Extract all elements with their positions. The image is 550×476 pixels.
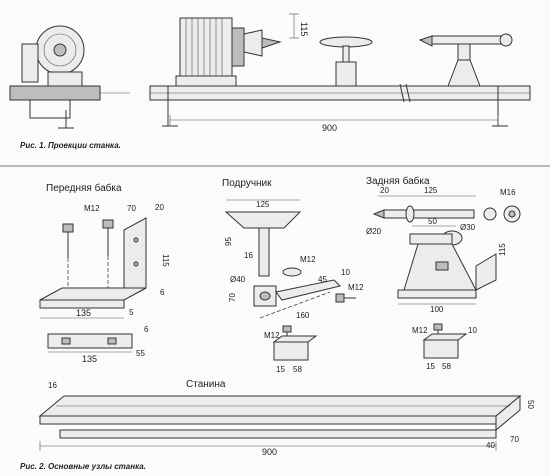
bed-dim-t16: 16 xyxy=(48,381,57,390)
toolrest-dim-m12c: M12 xyxy=(264,331,280,340)
fig1-dim-length: 900 xyxy=(322,123,337,133)
headstock-dim-bolt: M12 xyxy=(84,204,100,213)
fig1-front-view: 115 900 xyxy=(149,13,531,133)
tailstock-dim-w100: 100 xyxy=(430,305,444,314)
bed-group: Станина 16 50 900 40 70 xyxy=(38,379,535,457)
tailstock-dim-d20: Ø20 xyxy=(366,227,382,236)
toolrest-dim-w58: 58 xyxy=(293,365,302,374)
tailstock-dim-m16: M16 xyxy=(500,188,516,197)
toolrest-dim-t10: 10 xyxy=(341,268,350,277)
bed-dim-len900: 900 xyxy=(262,447,277,457)
bed-title: Станина xyxy=(186,379,226,390)
tailstock-dim-w20: 20 xyxy=(380,186,389,195)
toolrest-dim-w125: 125 xyxy=(256,200,270,209)
tailstock-dim-w58: 58 xyxy=(442,362,451,371)
tailstock-dim-h115: 115 xyxy=(498,243,507,256)
fig1-caption: Рис. 1. Проекции станка. xyxy=(20,141,121,150)
toolrest-dim-d40: Ø40 xyxy=(230,275,246,284)
headstock-dim-w20: 20 xyxy=(155,203,164,212)
bed-dim-w70: 70 xyxy=(510,435,519,444)
tailstock-dim-m12: M12 xyxy=(412,326,428,335)
headstock-group: Передняя бабка M12 70 20 115 6 5 135 6 1… xyxy=(39,182,170,364)
toolrest-title: Подручник xyxy=(222,178,272,189)
bed-dim-w40: 40 xyxy=(486,441,495,450)
toolrest-dim-len160: 160 xyxy=(296,311,310,320)
tailstock-dim-w15: 15 xyxy=(426,362,435,371)
toolrest-dim-w45: 45 xyxy=(318,275,327,284)
fig1-side-view xyxy=(9,25,130,129)
headstock-title: Передняя бабка xyxy=(46,182,122,194)
tailstock-title: Задняя бабка xyxy=(366,175,430,187)
tailstock-group: Задняя бабка 20 125 M16 Ø20 50 Ø30 115 1… xyxy=(366,175,521,371)
toolrest-dim-h70: 70 xyxy=(228,293,237,302)
headstock-dim-len135: 135 xyxy=(76,308,91,318)
fig1-dim-height: 115 xyxy=(299,22,309,36)
fig2-caption: Рис. 2. Основные узлы станка. xyxy=(20,462,146,471)
headstock-dim-t6a: 6 xyxy=(160,288,165,297)
headstock-dim-t6b: 6 xyxy=(144,325,149,334)
toolrest-dim-w15: 15 xyxy=(276,365,285,374)
tailstock-dim-w50: 50 xyxy=(428,217,437,226)
headstock-dim-w70: 70 xyxy=(127,204,136,213)
headstock-dim-h55: 55 xyxy=(136,349,145,358)
headstock-dim-len135b: 135 xyxy=(82,354,97,364)
toolrest-dim-d16: 16 xyxy=(244,251,253,260)
toolrest-dim-m12b: M12 xyxy=(348,283,364,292)
toolrest-group: Подручник 125 95 16 M12 Ø40 45 10 70 160… xyxy=(222,178,364,374)
headstock-dim-h115: 115 xyxy=(161,254,170,267)
tailstock-dim-t10: 10 xyxy=(468,326,477,335)
headstock-dim-t5: 5 xyxy=(129,308,134,317)
toolrest-dim-h95: 95 xyxy=(224,237,233,246)
tailstock-dim-w125: 125 xyxy=(424,186,438,195)
tailstock-dim-d30: Ø30 xyxy=(460,223,476,232)
bed-dim-h50: 50 xyxy=(526,400,535,409)
toolrest-dim-m12a: M12 xyxy=(300,255,316,264)
